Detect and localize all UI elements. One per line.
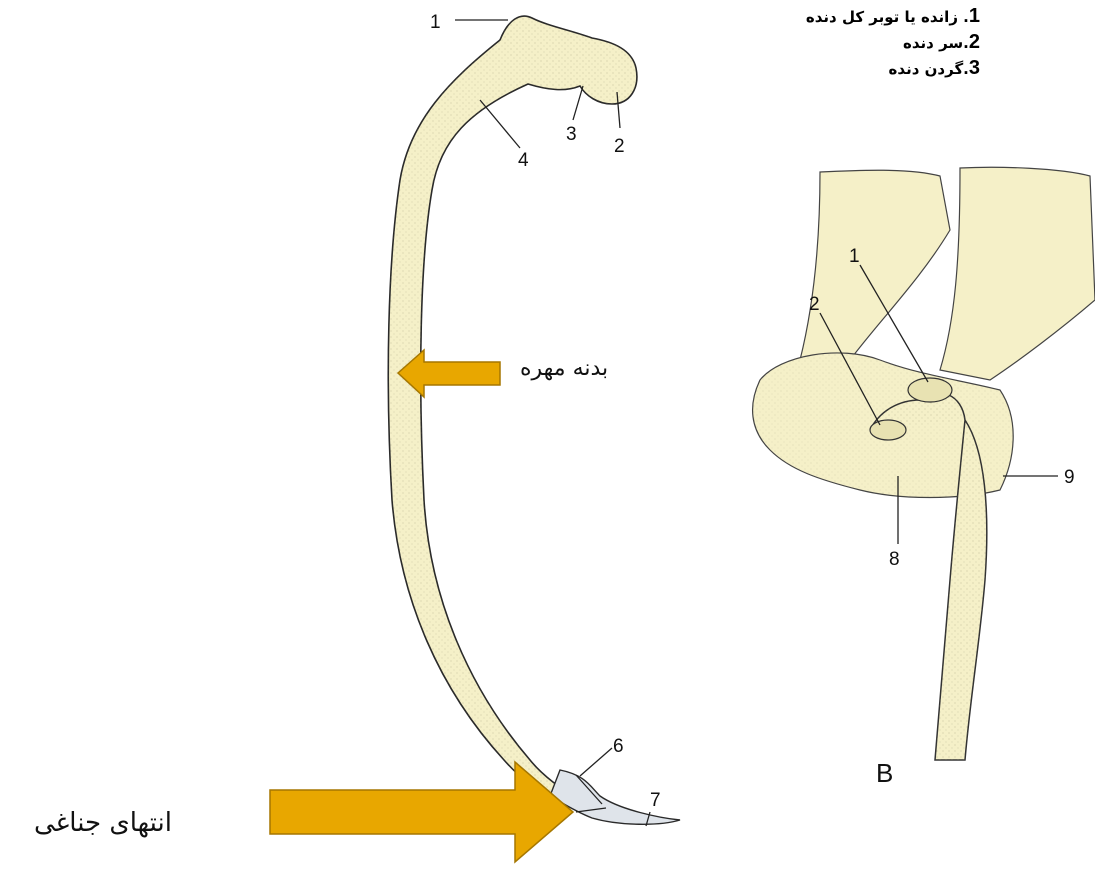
vertebra-label-1: 1 xyxy=(849,246,860,267)
legend-item-1: 1. زانده یا توبر کل دنده xyxy=(660,4,980,30)
rib-label-6: 6 xyxy=(613,736,624,757)
rib-label-4: 4 xyxy=(518,150,529,171)
callout-body-label: بدنه مهره xyxy=(520,356,608,381)
rib-label-2: 2 xyxy=(614,136,625,157)
vertebra-illustration xyxy=(753,167,1095,760)
vertebra-label-2: 2 xyxy=(809,294,820,315)
rib-label-1: 1 xyxy=(430,12,441,33)
rib-bone xyxy=(388,16,680,824)
legend-item-2: 2.سر دنده xyxy=(660,30,980,56)
vertebra-label-9: 9 xyxy=(1064,467,1075,488)
arrow-sternal-end xyxy=(270,762,573,862)
legend-item-3: 3.گردن دنده xyxy=(660,56,980,82)
panel-label-b: B xyxy=(876,758,893,788)
callout-sternal-end-label: انتهای جناغی xyxy=(34,808,172,838)
vertebra-label-8: 8 xyxy=(889,549,900,570)
rib-label-7: 7 xyxy=(650,790,661,811)
rib-label-3: 3 xyxy=(566,124,577,145)
legend: 1. زانده یا توبر کل دنده 2.سر دنده 3.گرد… xyxy=(660,4,980,82)
